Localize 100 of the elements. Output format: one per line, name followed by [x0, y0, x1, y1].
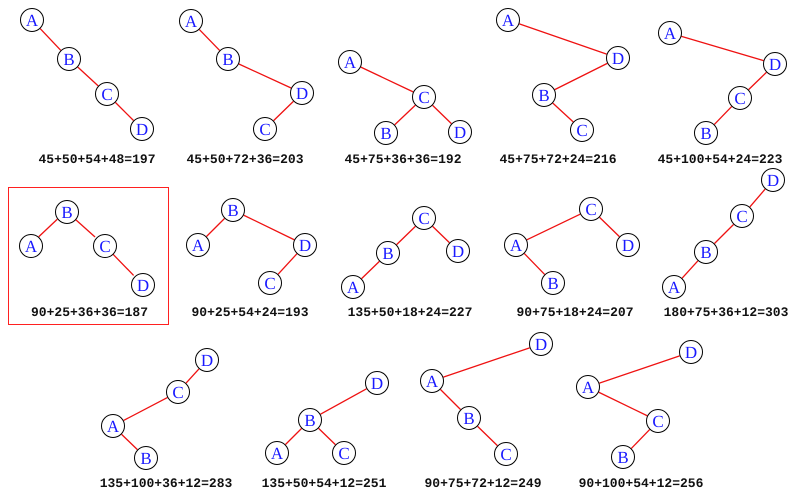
tree-edge [552, 102, 574, 122]
tree-node-circle [616, 233, 640, 257]
tree-edge [519, 23, 607, 55]
tree-edge [748, 72, 767, 90]
tree-edge [244, 214, 294, 240]
tree-edge [285, 428, 302, 445]
tree-edge [477, 426, 498, 446]
cost-sum-label: 135+100+36+12=283 [100, 476, 232, 490]
node-letter: D [766, 170, 780, 191]
tree-node-circle [166, 380, 190, 404]
tree-edge [74, 218, 96, 238]
tree-edge [440, 389, 461, 410]
tree-edge [278, 253, 298, 275]
tree-edge [115, 102, 134, 121]
tree-node-circle [529, 332, 553, 356]
tree-node-circle [55, 200, 79, 224]
tree-edge [40, 28, 62, 51]
cost-sum-label: 90+75+18+24=207 [516, 305, 634, 321]
node-letter: C [337, 442, 351, 464]
tree-node-circle [365, 371, 389, 395]
node-letter: B [546, 272, 560, 294]
tree-node-circle [186, 233, 210, 257]
node-letter: C [651, 410, 665, 432]
tree-edge [524, 253, 546, 275]
node-letter: B [379, 122, 393, 144]
node-letter: A [106, 416, 120, 437]
cost-sum-label: 90+75+72+12=249 [424, 476, 542, 490]
tree-node-circle [412, 85, 436, 109]
cost-sum-label: 45+100+54+24=223 [658, 152, 782, 168]
tree-node-circle [694, 121, 718, 145]
tree-node-circle [504, 233, 528, 257]
tree-node-circle [374, 121, 398, 145]
tree-node-circle [376, 241, 400, 265]
tree-node-circle [606, 46, 630, 70]
tree-edge [599, 355, 680, 384]
tree-node-circle [216, 47, 240, 71]
tree-edge [682, 260, 698, 279]
node-letter: C [263, 272, 277, 294]
tree-edge [206, 218, 225, 237]
tree-node-circle [694, 240, 718, 264]
tree-edge [714, 106, 732, 125]
tree-edge [394, 104, 416, 126]
cost-sum-label: 135+50+54+12=251 [262, 476, 386, 490]
tree-edge [121, 434, 138, 450]
tree-node-circle [341, 275, 365, 299]
node-letter: A [24, 10, 40, 31]
node-letter: A [500, 10, 516, 31]
node-letter: C [733, 88, 747, 109]
tree-edge [432, 104, 452, 124]
tree-edge [526, 214, 580, 240]
tree-node-circle [496, 8, 520, 32]
node-letter: C [499, 444, 513, 465]
node-letter: D [534, 334, 548, 355]
tree-edge [361, 260, 380, 280]
tree-edge [77, 66, 99, 86]
tree-node-circle [265, 441, 289, 465]
tree-edge [123, 396, 168, 422]
node-letter: D [136, 274, 150, 296]
tree-node-circle [730, 204, 754, 228]
tree-edge [112, 253, 134, 276]
node-letter: B [226, 200, 240, 221]
tree-edge [360, 66, 414, 92]
tree-node-circle [679, 340, 703, 364]
node-letter: B [616, 446, 630, 468]
tree-node-circle [258, 271, 282, 295]
tree-node-circle [57, 47, 81, 71]
tree-node-circle [646, 409, 670, 433]
tree-node-circle [448, 120, 472, 144]
cost-sum-label: 45+75+36+36=192 [344, 152, 462, 168]
node-letter: C [417, 208, 431, 229]
node-letter: C [98, 236, 112, 257]
node-letter: A [190, 234, 206, 256]
cost-sum-label: 180+75+36+12=303 [664, 305, 788, 321]
tree-node-circle [179, 9, 203, 33]
tree-node-circle [298, 408, 322, 432]
tree-edge [630, 429, 650, 449]
node-letter: B [462, 408, 476, 429]
tree-edge [38, 218, 58, 238]
node-letter: A [184, 10, 198, 32]
node-letter: B [303, 410, 317, 431]
node-letter: B [381, 242, 395, 264]
node-letter: D [620, 234, 636, 256]
tree-node-circle [728, 86, 752, 110]
tree-node-circle [134, 446, 158, 470]
tree-node-circle [338, 50, 362, 74]
highlight-frame [8, 187, 169, 325]
node-letter: A [270, 442, 284, 464]
node-letter: A [580, 376, 596, 398]
cost-sum-label: 90+100+54+12=256 [578, 476, 704, 490]
cost-sum-label: 135+50+18+24=227 [348, 305, 472, 321]
tree-edge [714, 224, 734, 244]
tree-edge [318, 428, 336, 446]
node-letter: C [584, 198, 598, 220]
tree-node-circle [420, 369, 444, 393]
tree-node-circle [195, 348, 219, 372]
node-letter: C [735, 206, 749, 227]
node-letter: D [684, 342, 698, 363]
tree-edge [198, 29, 220, 51]
node-letter: C [575, 120, 589, 141]
node-letter: D [134, 118, 150, 140]
